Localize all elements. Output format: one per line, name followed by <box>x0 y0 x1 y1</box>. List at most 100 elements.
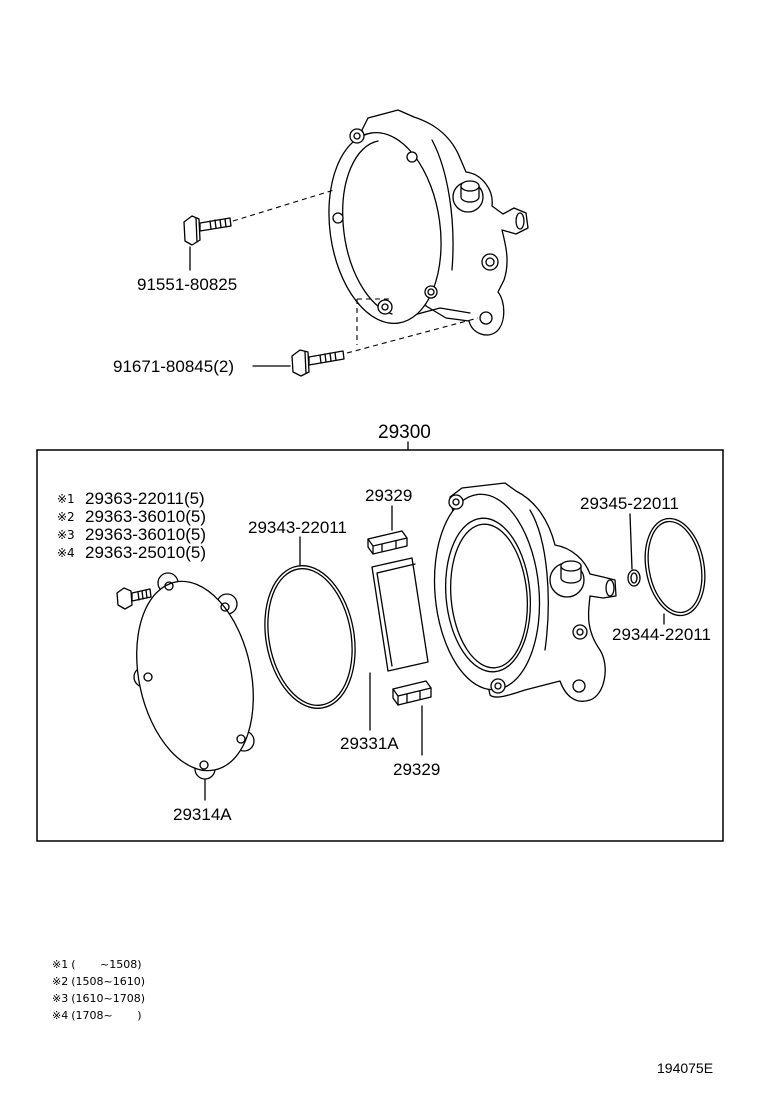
screw-thread <box>137 589 148 601</box>
bolt-shaft <box>308 350 345 366</box>
variant-mark: ※1 <box>57 492 75 506</box>
housing-lug-hole <box>494 682 502 690</box>
seal-lower <box>392 680 432 706</box>
housing-lug-hole <box>576 628 584 636</box>
housing-bore-inner <box>449 523 529 669</box>
label-bolt-mount: 91671-80845(2) <box>113 357 234 376</box>
footnote: ※1( ~1508) <box>52 958 142 971</box>
variant-mark: ※4 <box>57 546 75 560</box>
footnote-range: (1610~1708) <box>71 992 145 1005</box>
plate-hole <box>236 734 246 744</box>
plate-hole <box>143 672 153 682</box>
vane <box>371 557 429 672</box>
vacuum-pump-assembled <box>328 109 529 336</box>
dashed-guide-cover-bolt <box>232 189 335 222</box>
bolt-cover <box>183 215 232 246</box>
vane-edge <box>376 563 416 667</box>
dashed-guide-mount-bolt <box>346 298 479 354</box>
housing-lug-hole <box>452 498 460 506</box>
cover-lug-hole <box>381 303 389 311</box>
pump-cover-rim <box>342 140 393 315</box>
housing-lug <box>448 494 464 510</box>
variant-mark: ※3 <box>57 528 75 542</box>
label-outlet-oring-large: 29344-22011 <box>612 625 711 644</box>
tube-fitting <box>605 579 615 597</box>
oring-inner <box>267 568 353 706</box>
oring-outer <box>264 565 356 709</box>
bolt-flange-line <box>195 217 198 243</box>
label-cover-screw: 29363-36010(5) <box>85 507 206 526</box>
cover-lug <box>424 285 438 299</box>
footnote-mark: ※2 <box>52 975 68 988</box>
bolt-thread <box>209 218 227 230</box>
label-seal-upper: 29329 <box>365 486 412 505</box>
tube-fitting <box>515 212 525 230</box>
plate-body <box>136 580 254 772</box>
outlet-nipple-end <box>560 560 582 572</box>
cover-lug <box>349 128 365 144</box>
label-cover-screw: 29363-36010(5) <box>85 525 206 544</box>
outlet-oring-small <box>627 569 641 587</box>
cover-lug-hole <box>427 288 435 296</box>
screw-head <box>116 587 133 610</box>
label-outlet-oring-small: 29345-22011 <box>580 494 679 513</box>
oring-inner <box>647 520 703 614</box>
housing-bore-outer <box>444 517 532 673</box>
label-vane: 29331A <box>340 734 399 753</box>
label-cover-plate: 29314A <box>173 805 232 824</box>
outlet-nipple-end <box>460 180 480 192</box>
assembly-box <box>36 449 724 842</box>
outlet-oring-large <box>644 517 706 617</box>
label-cover-oring: 29343-22011 <box>248 518 347 537</box>
plate-hole <box>220 602 230 612</box>
label-bolt-cover: 91551-80825 <box>137 275 237 294</box>
footnote: ※3(1610~1708) <box>52 992 145 1005</box>
footnote-range: (1508~1610) <box>71 975 145 988</box>
leader-outlet-oring-small <box>629 513 633 570</box>
pump-cover-top <box>328 131 442 325</box>
flange-hole <box>572 679 586 693</box>
bolt-thread <box>319 351 337 364</box>
footnote-range: (1708~ ) <box>71 1009 141 1022</box>
vane-body <box>371 557 429 672</box>
housing-ridge <box>529 509 549 651</box>
bolt-flange-line <box>304 351 307 374</box>
oring-outer <box>627 569 641 587</box>
cover-lug <box>406 151 418 163</box>
cover-plate <box>133 572 255 780</box>
cover-lug <box>377 299 393 315</box>
cover-screw <box>116 587 152 610</box>
cover-oring <box>264 565 356 709</box>
footnote-mark: ※3 <box>52 992 68 1005</box>
diagram-code: 194075E <box>657 1060 713 1076</box>
footnote: ※4(1708~ ) <box>52 1009 142 1022</box>
bolt-mount <box>291 349 345 377</box>
housing-lug-hole <box>485 257 495 267</box>
housing-lug <box>572 624 588 640</box>
oring-outer <box>644 517 706 617</box>
plate-hole <box>164 581 174 591</box>
label-seal-lower: 29329 <box>393 760 440 779</box>
housing-lug <box>490 678 506 694</box>
pump-housing <box>433 482 617 702</box>
oring-inner <box>630 572 638 584</box>
housing-lug <box>481 253 499 271</box>
pump-housing-ridge <box>431 139 454 271</box>
label-cover-screw: 29363-22011(5) <box>85 489 205 508</box>
seal-edge <box>367 537 408 555</box>
seal-edge <box>392 687 432 706</box>
label-assembly: 29300 <box>378 422 431 443</box>
label-cover-screw: 29363-25010(5) <box>85 543 206 562</box>
footnote: ※2(1508~1610) <box>52 975 145 988</box>
cover-screw-labels: ※1 29363-22011(5) ※2 29363-36010(5) ※3 2… <box>57 489 206 562</box>
footnote-mark: ※1 <box>52 958 68 971</box>
cover-lug-hole <box>353 132 361 140</box>
plate-hole <box>199 760 209 770</box>
footnote-mark: ※4 <box>52 1009 68 1022</box>
flange-hole <box>479 311 493 325</box>
seal-upper <box>367 530 408 555</box>
footnotes: ※1( ~1508) ※2(1508~1610) ※3(1610~1708) ※… <box>52 958 145 1022</box>
variant-mark: ※2 <box>57 510 75 524</box>
bolt-head <box>183 215 201 246</box>
